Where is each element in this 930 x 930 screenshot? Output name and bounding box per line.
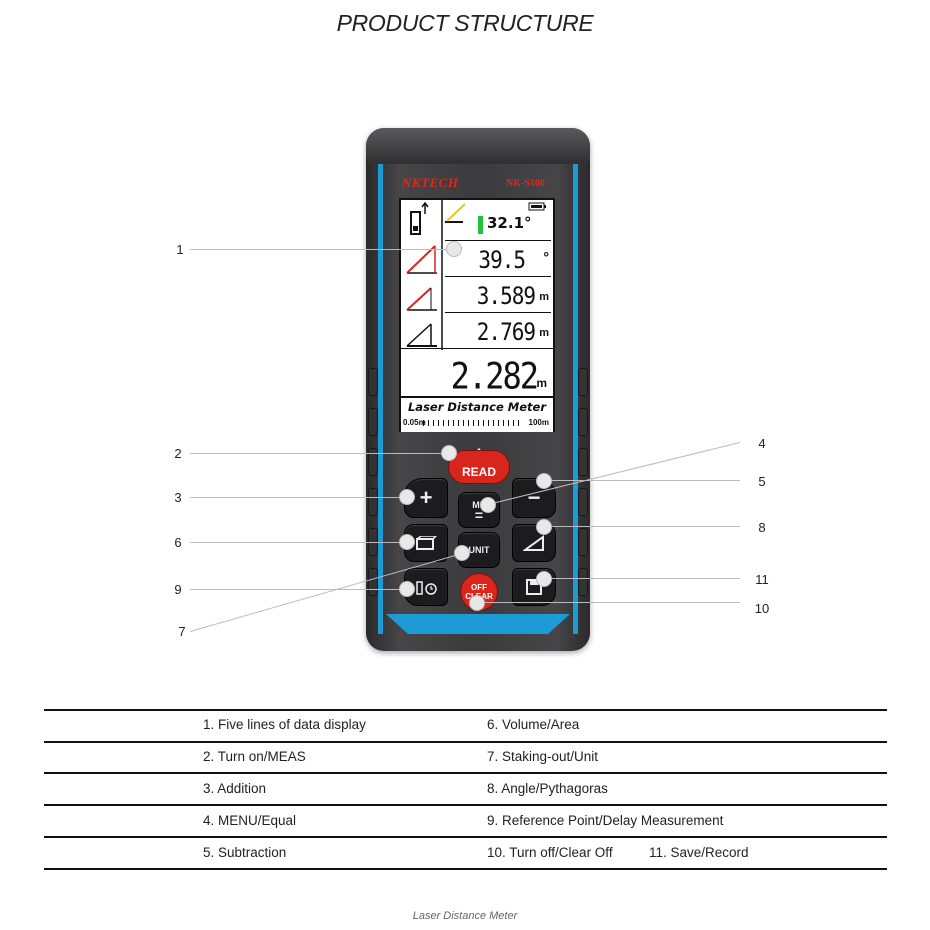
bottom-blue-trim — [386, 614, 570, 634]
legend-item-8: 8. Angle/Pythagoras — [487, 781, 608, 796]
callout-dot-11 — [536, 571, 552, 587]
right-side-grip — [578, 368, 588, 608]
lcd-screen: 32.1° 39.5 ° 3.589 m 2.769 m 2.282 m Las… — [399, 198, 555, 432]
table-rule — [44, 868, 887, 870]
callout-number-6: 6 — [174, 535, 182, 550]
callout-leader-2 — [190, 453, 449, 454]
callout-number-4: 4 — [758, 436, 766, 451]
model-number: NK-S100 — [506, 178, 545, 189]
callout-dot-3 — [399, 489, 415, 505]
callout-number-7: 7 — [178, 624, 186, 639]
angle-icon — [445, 203, 466, 223]
callout-leader-9 — [190, 589, 407, 590]
triangle-icon-1 — [406, 245, 437, 274]
table-rule — [44, 741, 887, 743]
callout-number-1: 1 — [176, 242, 184, 257]
laser-distance-meter-device: NKTECH NK-S100 — [366, 128, 590, 651]
callout-dot-1 — [446, 241, 462, 257]
callout-leader-6 — [190, 542, 407, 543]
legend-item-9: 9. Reference Point/Delay Measurement — [487, 813, 724, 828]
read-button[interactable]: READ — [448, 450, 510, 484]
level-indicator-icon — [478, 216, 483, 234]
callout-leader-10 — [477, 602, 740, 603]
battery-icon — [528, 202, 546, 211]
table-rule — [44, 804, 887, 806]
legend-item-5: 5. Subtraction — [203, 845, 287, 860]
data-line-1: 39.5 ° — [445, 240, 551, 277]
save-record-button[interactable] — [512, 568, 556, 606]
callout-dot-9 — [399, 581, 415, 597]
legend-item-1: 1. Five lines of data display — [203, 717, 366, 732]
footer-caption: Laser Distance Meter — [412, 910, 518, 922]
callout-number-11: 11 — [755, 572, 769, 587]
left-side-grip — [368, 368, 378, 608]
callout-dot-10 — [469, 595, 485, 611]
reference-clock-icon — [416, 581, 437, 595]
range-ruler — [423, 420, 523, 426]
triangle-icon-3 — [406, 323, 437, 347]
callout-dot-2 — [441, 445, 457, 461]
screen-banner: Laser Distance Meter 0.05m 100m — [401, 396, 553, 432]
reference-point-icon — [410, 201, 429, 235]
callout-leader-1 — [190, 249, 454, 250]
main-readout: 2.282 — [450, 354, 539, 398]
angle-readout: 32.1° — [487, 214, 532, 232]
callout-number-9: 9 — [174, 582, 182, 597]
callout-dot-4 — [480, 497, 496, 513]
screen-icons — [406, 200, 546, 350]
main-readout-unit: m — [536, 376, 547, 390]
legend-item-11: 11. Save/Record — [649, 845, 749, 860]
callout-dot-7 — [454, 545, 470, 561]
data-line-2: 3.589 m — [445, 276, 551, 313]
callout-number-3: 3 — [174, 490, 182, 505]
legend-item-2: 2. Turn on/MEAS — [203, 749, 306, 764]
volume-icon — [416, 536, 437, 550]
legend-item-10: 10. Turn off/Clear Off — [487, 845, 613, 860]
page-title: PRODUCT STRUCTURE — [336, 10, 594, 36]
legend-item-7: 7. Staking-out/Unit — [487, 749, 599, 764]
triangle-icon-2 — [406, 287, 437, 311]
callout-dot-5 — [536, 473, 552, 489]
callout-leader-5 — [544, 480, 740, 481]
right-blue-stripe — [573, 164, 578, 634]
callout-number-2: 2 — [174, 446, 182, 461]
callout-dot-6 — [399, 534, 415, 550]
legend-item-4: 4. MENU/Equal — [203, 813, 297, 828]
table-rule — [44, 836, 887, 838]
angle-triangle-icon — [523, 535, 544, 551]
callout-leader-3 — [190, 497, 407, 498]
brand-logo: NKTECH — [402, 175, 459, 190]
callout-number-5: 5 — [758, 474, 766, 489]
callout-number-8: 8 — [758, 520, 766, 535]
data-line-3: 2.769 m — [445, 312, 551, 349]
callout-dot-8 — [536, 519, 552, 535]
device-top-cap — [366, 128, 590, 164]
save-icon — [526, 579, 542, 595]
table-rule — [44, 772, 887, 774]
legend-item-3: 3. Addition — [203, 781, 267, 796]
left-blue-stripe — [378, 164, 383, 634]
table-rule — [44, 709, 887, 711]
callout-leader-8 — [544, 526, 740, 527]
callout-number-10: 10 — [754, 601, 770, 616]
legend-item-6: 6. Volume/Area — [487, 717, 580, 732]
callout-leader-11 — [544, 578, 740, 579]
